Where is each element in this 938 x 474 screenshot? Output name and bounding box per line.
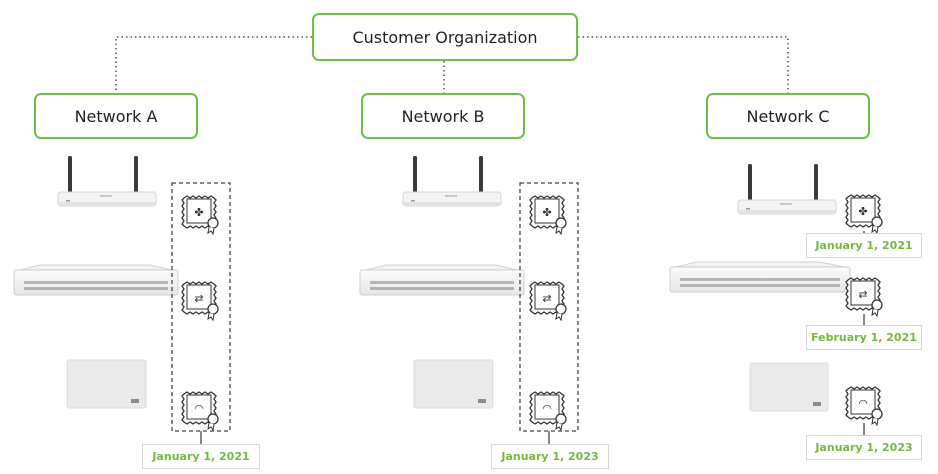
network-c-label: Network C xyxy=(746,106,830,126)
switch-icon xyxy=(13,264,179,296)
network-b-node: Network B xyxy=(361,93,525,139)
gateway-glyph-icon: ✤ xyxy=(858,205,867,218)
access-point-icon xyxy=(413,359,494,409)
switch-icon xyxy=(669,261,851,293)
network-a-label: Network A xyxy=(74,106,158,126)
wifi-glyph-icon: ◠ xyxy=(858,397,868,410)
gateway-glyph-icon: ✤ xyxy=(542,206,551,219)
gateway-glyph-icon: ✤ xyxy=(194,206,203,219)
network-b-date: January 1, 2023 xyxy=(491,444,609,469)
network-c-ap-date: January 1, 2023 xyxy=(806,435,922,460)
network-c-switch-date: February 1, 2021 xyxy=(806,325,922,350)
wifi-glyph-icon: ◠ xyxy=(194,402,204,415)
wireless-gateway-icon xyxy=(57,155,157,207)
switch-glyph-icon: ⇄ xyxy=(542,292,551,305)
network-a-date: January 1, 2021 xyxy=(142,444,260,469)
network-b-label: Network B xyxy=(401,106,485,126)
switch-glyph-icon: ⇄ xyxy=(194,292,203,305)
network-c-gateway-date: January 1, 2021 xyxy=(806,233,922,258)
wireless-gateway-icon xyxy=(737,163,837,215)
network-b-date-text: January 1, 2023 xyxy=(501,450,599,463)
network-a-node: Network A xyxy=(34,93,198,139)
wifi-glyph-icon: ◠ xyxy=(542,402,552,415)
wireless-gateway-icon xyxy=(402,155,502,207)
network-c-ap-date-text: January 1, 2023 xyxy=(815,441,913,454)
network-c-switch-date-text: February 1, 2021 xyxy=(811,331,917,344)
org-node: Customer Organization xyxy=(312,13,578,61)
access-point-icon xyxy=(66,359,147,409)
access-point-icon xyxy=(749,362,829,412)
network-c-gateway-date-text: January 1, 2021 xyxy=(815,239,913,252)
network-c-node: Network C xyxy=(706,93,870,139)
network-a-date-text: January 1, 2021 xyxy=(152,450,250,463)
switch-glyph-icon: ⇄ xyxy=(858,288,867,301)
org-label: Customer Organization xyxy=(352,27,538,47)
switch-icon xyxy=(359,264,525,296)
